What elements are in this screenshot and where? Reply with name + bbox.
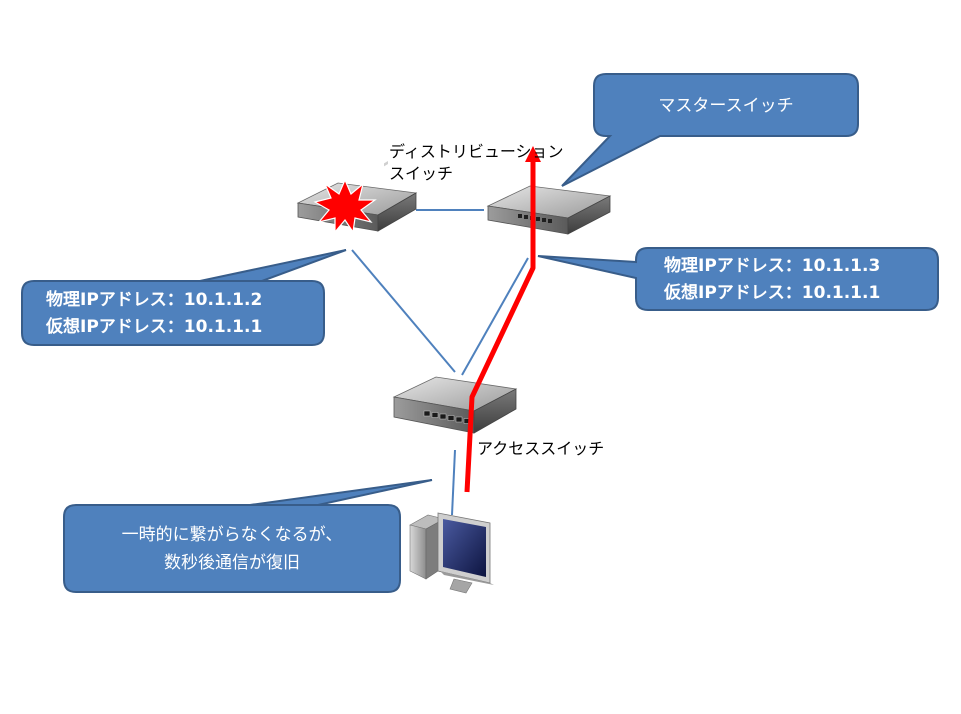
network-switch-icon [486,185,612,235]
callout-left-line2: 仮想IPアドレス：10.1.1.1 [45,316,262,337]
distribution-switch-label: ディストリビューション スイッチ [389,141,564,185]
right-distribution-switch [486,185,612,235]
access-switch [392,376,518,434]
callout-right-addresses: 物理IPアドレス：10.1.1.3 仮想IPアドレス：10.1.1.1 [537,247,939,311]
callout-recovery-line2: 数秒後通信が復旧 [164,553,300,573]
callout-recovery-note: 一時的に繋がらなくなるが、 数秒後通信が復旧 [63,479,433,593]
callout-master-switch: マスタースイッチ [561,73,859,187]
callout-left-line1: 物理IPアドレス：10.1.1.2 [46,289,262,310]
callout-right-line1: 物理IPアドレス：10.1.1.3 [664,255,880,276]
callout-right-line2: 仮想IPアドレス：10.1.1.1 [663,282,880,303]
failover-path [464,146,541,493]
callout-master-text: マスタースイッチ [658,96,793,116]
access-switch-label: アクセススイッチ [477,439,605,458]
explosion-icon [313,178,377,234]
link-left-access [351,249,456,373]
link-lines [351,209,529,516]
callout-recovery-line1: 一時的に繋がらなくなるが、 [122,525,343,545]
arrow-head [525,146,541,162]
desktop-computer-icon [409,512,494,594]
network-switch-icon [392,376,518,434]
distribution-label-line1: ディストリビューション [389,142,564,161]
link-right-access [461,257,529,376]
callout-left-addresses: 物理IPアドレス：10.1.1.2 仮想IPアドレス：10.1.1.1 [21,249,347,346]
distribution-label-line2: スイッチ [389,164,454,183]
link-access-pc [451,449,456,516]
